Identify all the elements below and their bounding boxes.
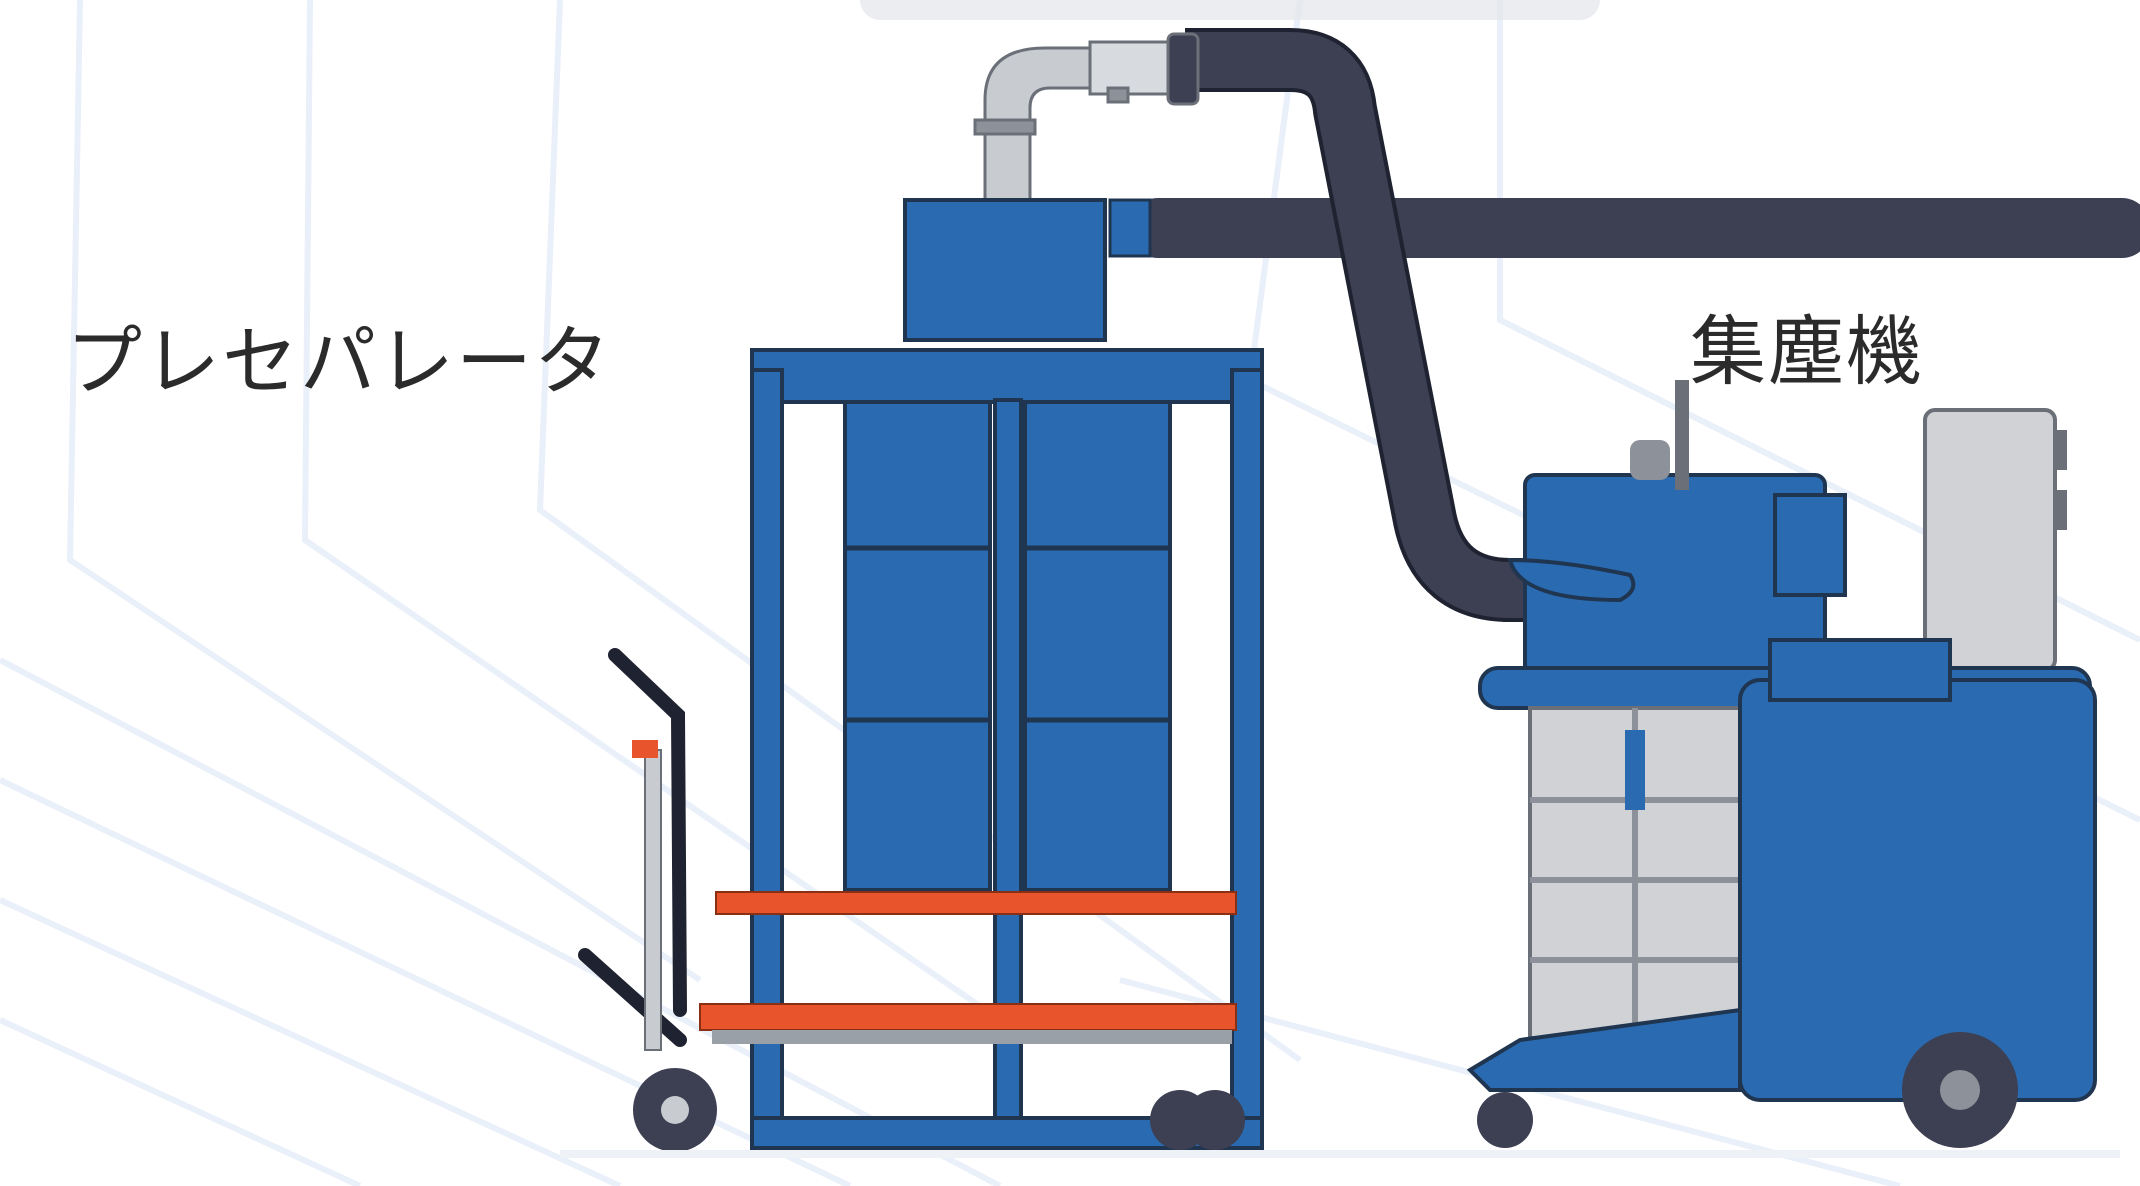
- main-duct-hose: [1110, 198, 2140, 258]
- preseparator-label: プレセパレータ: [66, 300, 612, 410]
- preseparator-unit: [585, 200, 1262, 1152]
- floor-shadow: [560, 1150, 2120, 1158]
- dust-collector-unit: [1470, 380, 2095, 1148]
- elbow-pipe: [975, 34, 1198, 200]
- dust-collector-label: 集塵機: [1690, 290, 1924, 400]
- top-shadow: [860, 0, 1600, 20]
